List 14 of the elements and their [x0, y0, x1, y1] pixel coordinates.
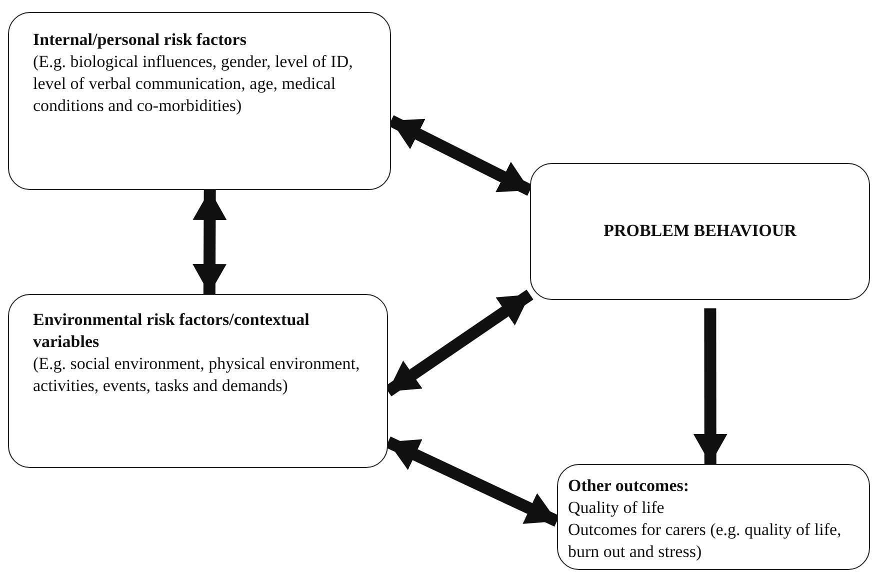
description: Quality of life: [568, 497, 666, 520]
risk-factor-box: [8, 12, 391, 190]
arrow: [192, 190, 227, 294]
arrow: [693, 308, 728, 464]
heading: Environmental risk factors/contextual variables: [33, 309, 310, 354]
description: (E.g. social environment, physical environment, activities, events, tasks and demands): [33, 353, 361, 398]
outcome-box: [557, 464, 870, 570]
heading: Other outcomes:: [568, 475, 690, 497]
description: (E.g. biological influences, gender, level of ID, level of verbal communication, age, medical conditions and co-morbidities): [33, 51, 354, 118]
description: Outcomes for carers (e.g. quality of life, burn out and stress): [568, 519, 842, 564]
behaviour-box: [530, 163, 870, 300]
risk-factor-box: [8, 294, 388, 468]
heading: Internal/personal risk factors: [33, 29, 248, 51]
heading: PROBLEM BEHAVIOUR: [604, 220, 796, 242]
